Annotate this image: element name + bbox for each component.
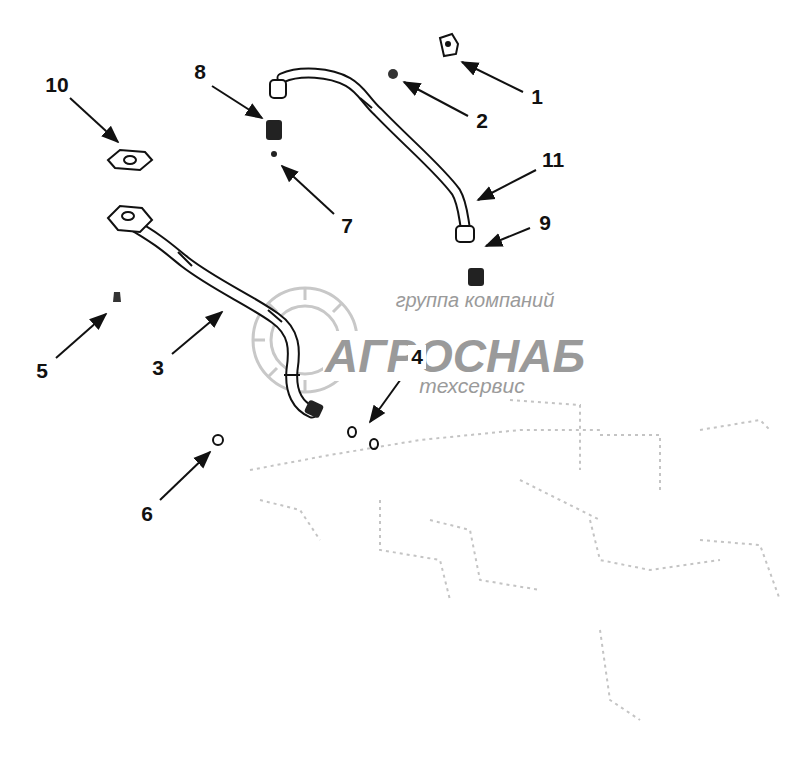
- watermark-text: группа компаний: [394, 289, 557, 311]
- callout-number: 6: [141, 502, 153, 525]
- callout-number: 7: [341, 214, 353, 237]
- union-fitting: [266, 120, 484, 298]
- gasket: [108, 150, 152, 170]
- oil-tube: [108, 206, 324, 419]
- callout-number: 3: [152, 356, 164, 379]
- callout-number: 5: [36, 359, 48, 382]
- callout-number: 2: [476, 109, 488, 132]
- small-parts: [113, 34, 458, 449]
- callout-number: 10: [45, 73, 68, 96]
- watermark-text: техсервис: [417, 374, 527, 397]
- callout-number: 11: [542, 148, 564, 171]
- callout-number: 9: [539, 211, 551, 234]
- callout-number: 4: [408, 345, 426, 368]
- leader-line: [56, 62, 536, 500]
- engine-block: [250, 400, 780, 720]
- callout-number: 1: [531, 85, 543, 108]
- oil-tube: [270, 73, 474, 242]
- callout-number: 8: [194, 60, 206, 83]
